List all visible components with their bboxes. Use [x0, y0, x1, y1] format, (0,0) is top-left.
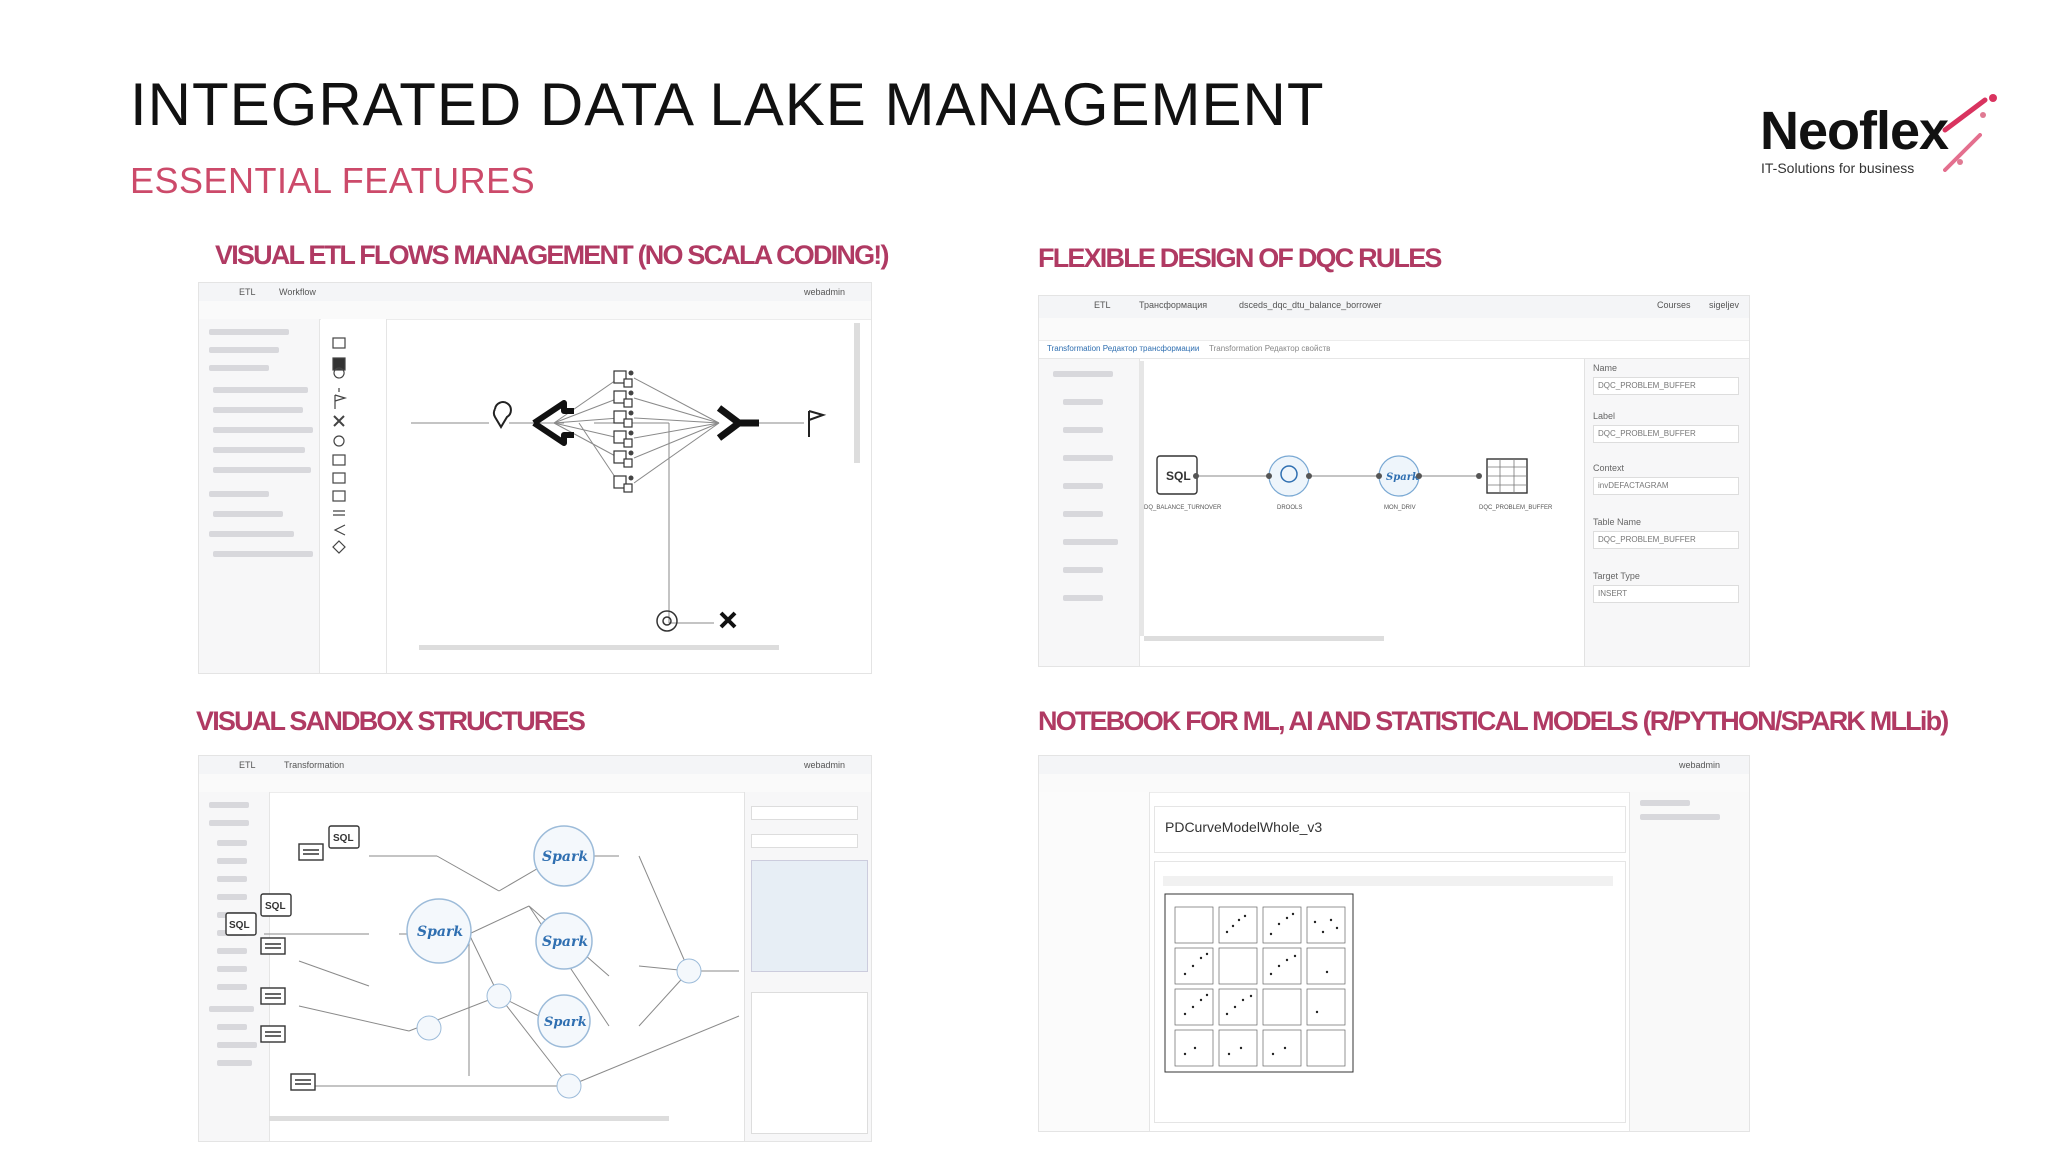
- notebook-action-bar: [1039, 774, 1749, 793]
- sandbox-sql-node-3[interactable]: SQL: [229, 920, 250, 931]
- dqc-screenshot: ETL Трансформация dsceds_dqc_dtu_balance…: [1038, 295, 1750, 667]
- dqc-node-label-2: DROOLS: [1277, 505, 1302, 511]
- dqc-crumb-etl[interactable]: ETL: [1094, 300, 1111, 310]
- neoflex-logo: Neoflex IT-Solutions for business: [1755, 90, 2005, 190]
- etl-user[interactable]: webadmin: [804, 287, 846, 297]
- notebook-title-card: PDCurveModelWhole_v3: [1154, 806, 1626, 853]
- sandbox-user[interactable]: webadmin: [804, 760, 846, 770]
- dqc-sql-node[interactable]: SQL: [1166, 469, 1191, 483]
- section-title-notebook: NOTEBOOK FOR ML, AI AND STATISTICAL MODE…: [1038, 706, 1949, 736]
- etl-tab-workflow[interactable]: Workflow: [279, 287, 316, 297]
- etl-palette: [321, 319, 387, 673]
- sandbox-spark-node-3[interactable]: Spark: [542, 934, 588, 950]
- etl-sidebar: [199, 319, 320, 673]
- dqc-tabs: Transformation Редактор трансформации Tr…: [1039, 340, 1749, 359]
- dqc-node-label-1: DQ_BALANCE_TURNOVER: [1144, 505, 1222, 511]
- sandbox-tab-transformation[interactable]: Transformation: [284, 760, 345, 770]
- sandbox-tab-etl[interactable]: ETL: [239, 760, 256, 770]
- dqc-prop-context-input[interactable]: invDEFACTAGRAM: [1593, 477, 1739, 495]
- sandbox-flow-canvas: SQL SQL SQL Spark Spark Spark Spark: [225, 825, 740, 1121]
- dqc-action-bar: [1039, 318, 1749, 341]
- sandbox-action-bar: [199, 774, 871, 793]
- sandbox-sql-node-2[interactable]: SQL: [265, 901, 286, 912]
- dqc-prop-label-context: Context: [1593, 463, 1625, 473]
- dqc-properties-panel: Name DQC_PROBLEM_BUFFER Label DQC_PROBLE…: [1584, 359, 1749, 666]
- logo-name: Neoflex: [1760, 101, 1949, 161]
- etl-action-bar: [199, 301, 871, 320]
- etl-screenshot: ETL Workflow webadmin: [198, 282, 872, 674]
- section-title-dqc: FLEXIBLE DESIGN OF DQC RULES: [1038, 243, 1442, 273]
- dqc-prop-label-name: Name: [1593, 363, 1618, 373]
- dqc-palette: [1039, 359, 1140, 666]
- dqc-crumb-name[interactable]: dsceds_dqc_dtu_balance_borrower: [1239, 300, 1382, 310]
- notebook-screenshot: webadmin PDCurveModelWhole_v3: [1038, 755, 1750, 1132]
- dqc-prop-label-table: Table Name: [1593, 517, 1642, 527]
- etl-tab-etl[interactable]: ETL: [239, 287, 256, 297]
- dqc-user[interactable]: sigeljev: [1709, 300, 1740, 310]
- dqc-node-label-3: MON_DRIV: [1384, 505, 1416, 511]
- dqc-tab-properties[interactable]: Transformation Редактор свойств: [1209, 344, 1331, 353]
- page-subtitle: ESSENTIAL FEATURES: [130, 160, 536, 201]
- dqc-prop-name-input[interactable]: DQC_PROBLEM_BUFFER: [1593, 377, 1739, 395]
- dqc-prop-target-select[interactable]: INSERT: [1593, 585, 1739, 603]
- dqc-prop-label-label: Label: [1593, 411, 1616, 421]
- notebook-toolbar: webadmin: [1039, 756, 1749, 775]
- sandbox-properties-panel: [744, 792, 871, 1141]
- notebook-name[interactable]: PDCurveModelWhole_v3: [1165, 819, 1323, 835]
- sandbox-spark-node-4[interactable]: Spark: [544, 1015, 587, 1030]
- logo-tagline: IT-Solutions for business: [1761, 160, 1915, 176]
- notebook-cell: [1154, 861, 1626, 1123]
- dqc-flow-canvas: SQL Spark DQ_BALANCE_TURNOVER DROOLS MON…: [1139, 361, 1553, 641]
- dqc-prop-label-input[interactable]: DQC_PROBLEM_BUFFER: [1593, 425, 1739, 443]
- section-title-sandbox: VISUAL SANDBOX STRUCTURES: [196, 706, 586, 736]
- sandbox-spark-node-1[interactable]: Spark: [417, 924, 463, 940]
- dqc-courses[interactable]: Courses: [1657, 300, 1691, 310]
- notebook-sidebar: [1039, 792, 1150, 1131]
- svg-text:Spark: Spark: [1386, 472, 1419, 483]
- notebook-right-panel: [1629, 792, 1749, 1131]
- logo-x-mark-icon: [1942, 94, 1997, 172]
- sandbox-sql-node-1[interactable]: SQL: [333, 833, 354, 844]
- scatter-matrix-plot: [1164, 893, 1354, 1073]
- etl-flow-canvas: [332, 323, 860, 650]
- dqc-node-label-4: DQC_PROBLEM_BUFFER: [1479, 505, 1553, 511]
- sandbox-spark-node-2[interactable]: Spark: [542, 849, 588, 865]
- page-title: INTEGRATED DATA LAKE MANAGEMENT: [130, 71, 1325, 138]
- notebook-user[interactable]: webadmin: [1679, 760, 1721, 770]
- dqc-crumb-transform[interactable]: Трансформация: [1139, 300, 1208, 310]
- sandbox-palette: [199, 792, 270, 1141]
- dqc-prop-label-target: Target Type: [1593, 571, 1640, 581]
- sandbox-screenshot: ETL Transformation webadmin: [198, 755, 872, 1142]
- dqc-prop-table-input[interactable]: DQC_PROBLEM_BUFFER: [1593, 531, 1739, 549]
- dqc-tab-editor[interactable]: Transformation Редактор трансформации: [1047, 344, 1200, 353]
- section-title-etl: VISUAL ETL FLOWS MANAGEMENT (NO SCALA CO…: [215, 240, 889, 270]
